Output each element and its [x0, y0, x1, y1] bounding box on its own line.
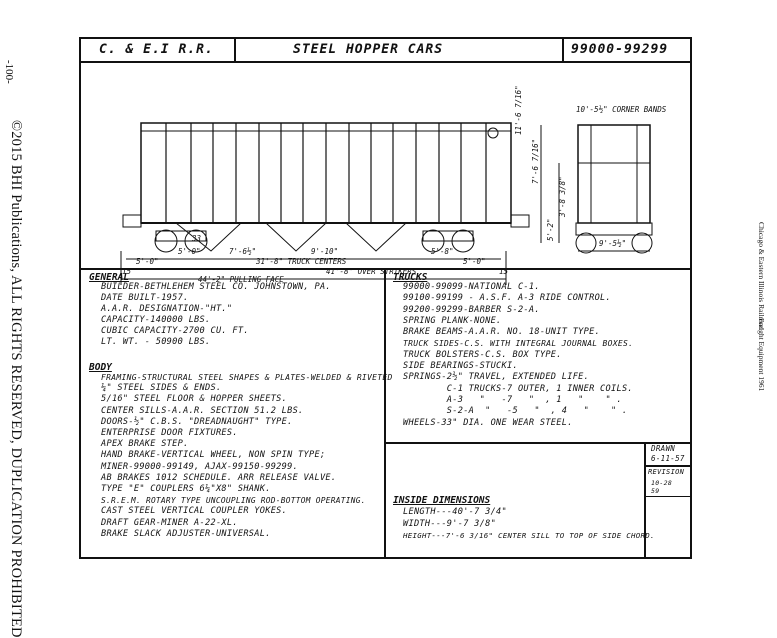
car-type-title: STEEL HOPPER CARS — [293, 42, 444, 57]
railroad-name: C. & E.I R.R. — [99, 42, 214, 57]
trucks-line: SPRINGS-2½" TRAVEL, EXTENDED LIFE. — [403, 372, 590, 383]
height-dim-label: 5'-2" — [546, 218, 555, 241]
trucks-line: TRUCK SIDES-C.S. WITH INTEGRAL JOURNAL B… — [403, 339, 634, 349]
trucks-line: SPRING PLANK-NONE. — [403, 315, 502, 326]
body-line: CAST STEEL VERTICAL COUPLER YOKES. — [101, 506, 288, 517]
wheel-label: 33 — [192, 234, 202, 243]
book-section: Freight Equipment 1961 — [757, 318, 766, 392]
body-line: CENTER SILLS-A.A.R. SECTION 51.2 LBS. — [101, 405, 304, 416]
general-line: CAPACITY-140000 LBS. — [101, 315, 211, 325]
body-line: ¼" STEEL SIDES & ENDS. — [101, 383, 222, 394]
trucks-line: 99200-99299-BARBER S-2-A. — [403, 304, 540, 315]
dim-label: 5'-8" — [431, 247, 454, 256]
inside-dimension-line: WIDTH---9'-7 3/8" — [403, 519, 497, 529]
trucks-line: BRAKE BEAMS-A.A.R. NO. 18-UNIT TYPE. — [403, 327, 601, 338]
dim-label: 7'-6½" — [229, 247, 257, 256]
end-width-label: 9'-5½" — [599, 239, 627, 248]
revision-label: REVISION — [648, 468, 685, 476]
general-heading: GENERAL — [89, 272, 130, 283]
trucks-line: 99000-99099-NATIONAL C-1. — [403, 282, 540, 292]
trucks-line: TRUCK BOLSTERS-C.S. BOX TYPE. — [403, 349, 562, 360]
general-line: BUILDER-BETHLEHEM STEEL CO. JOHNSTOWN, P… — [101, 282, 331, 292]
hopper-car-drawing — [120, 122, 653, 285]
trucks-line: WHEELS-33" DIA. ONE WEAR STEEL. — [403, 417, 573, 428]
inside-dimension-line: HEIGHT---7'-6 3/16" CENTER SILL TO TOP O… — [403, 531, 655, 540]
book-title: Chicago & Eastern Illinois Railroad — [757, 222, 766, 330]
inside-dimensions-list: LENGTH---40'-7 3/4" WIDTH---9'-7 3/8" HE… — [403, 506, 655, 542]
body-line: DRAFT GEAR-MINER A-22-XL. — [101, 517, 238, 528]
general-line: DATE BUILT-1957. — [101, 293, 189, 303]
body-heading: BODY — [89, 362, 112, 373]
box-divider — [646, 465, 690, 467]
body-line: TYPE "E" COUPLERS 6¼"X8" SHANK. — [101, 484, 271, 495]
pulling-face-label: 44'-2" PULLING FACE — [198, 275, 284, 284]
height-dim-label: 3'-8 3/8" — [558, 176, 567, 217]
body-line: MINER-99000-99149, AJAX-99150-99299. — [101, 461, 299, 472]
body-line: 5/16" STEEL FLOOR & HOPPER SHEETS. — [101, 394, 288, 405]
dim-label: 5'-0" — [178, 247, 201, 256]
copyright-notice: ©2015 BHI Publications, ALL RIGHTS RESER… — [8, 120, 24, 638]
truck-centers-label: 31'-8" TRUCK CENTERS — [256, 257, 347, 266]
trucks-line: SIDE BEARINGS-STUCKI. — [403, 361, 518, 372]
body-line: FRAMING-STRUCTURAL STEEL SHAPES & PLATES… — [101, 373, 393, 382]
corner-bands-label: 10'-5½" CORNER BANDS — [576, 105, 667, 114]
trucks-line: A-3 " -7 " , 1 " " . — [403, 394, 622, 405]
end-dim-label: 15 — [122, 267, 132, 276]
body-line: AB BRAKES 1012 SCHEDULE. ARR RELEASE VAL… — [101, 472, 337, 483]
general-line: LT. WT. - 50900 LBS. — [101, 337, 211, 347]
general-line: A.A.R. DESIGNATION-"HT." — [101, 304, 233, 314]
body-line: APEX BRAKE STEP. — [101, 439, 189, 450]
trucks-line: S-2-A " -5 " , 4 " " . — [403, 406, 628, 417]
revision-date: 10-28 — [651, 479, 673, 487]
inside-dimensions-heading: INSIDE DIMENSIONS — [393, 495, 491, 506]
drawn-label: DRAWN — [651, 444, 676, 453]
title-bar: C. & E.I R.R. STEEL HOPPER CARS 99000-99… — [81, 39, 690, 63]
dim-label: 5'-0" — [463, 257, 486, 266]
body-line: BRAKE SLACK ADJUSTER-UNIVERSAL. — [101, 528, 271, 539]
section-divider — [81, 268, 690, 270]
general-list: BUILDER-BETHLEHEM STEEL CO. JOHNSTOWN, P… — [101, 282, 331, 348]
body-line: DOORS-½" C.B.S. "DREADNAUGHT" TYPE. — [101, 416, 293, 427]
body-line: HAND BRAKE-VERTICAL WHEEL, NON SPIN TYPE… — [101, 450, 326, 461]
column-divider — [384, 270, 386, 557]
drawing-sheet: C. & E.I R.R. STEEL HOPPER CARS 99000-99… — [79, 37, 692, 559]
height-dim-label: 11'-6 7/16" — [514, 85, 523, 135]
general-line: CUBIC CAPACITY-2700 CU. FT. — [101, 326, 249, 336]
body-list: FRAMING-STRUCTURAL STEEL SHAPES & PLATES… — [101, 372, 393, 540]
drawn-revision-box: DRAWN 6-11-57 REVISION 10-28 59 — [644, 442, 690, 559]
dim-label: 5'-0" — [136, 257, 159, 266]
box-divider — [646, 496, 690, 497]
inside-dimension-line: LENGTH---40'-7 3/4" — [403, 507, 508, 517]
revision-date: 59 — [651, 487, 660, 495]
car-numbers: 99000-99299 — [571, 42, 669, 57]
trucks-line: 99100-99199 - A.S.F. A-3 RIDE CONTROL. — [403, 293, 612, 304]
section-divider — [386, 442, 690, 444]
end-dim-label: 15 — [499, 267, 509, 276]
title-divider — [234, 39, 236, 61]
trucks-heading: TRUCKS — [393, 272, 428, 283]
title-divider — [562, 39, 564, 61]
page-number: -100- — [3, 60, 15, 84]
dim-label: 9'-10" — [311, 247, 339, 256]
trucks-list: 99000-99099-NATIONAL C-1. 99100-99199 - … — [403, 282, 633, 429]
height-dim-label: 7'-6 7/16" — [531, 138, 540, 184]
trucks-line: C-1 TRUCKS-7 OUTER, 1 INNER COILS. — [403, 383, 633, 394]
body-line: S.R.E.M. ROTARY TYPE UNCOUPLING ROD-BOTT… — [101, 496, 366, 506]
drawn-date: 6-11-57 — [651, 454, 685, 463]
body-line: ENTERPRISE DOOR FIXTURES. — [101, 428, 238, 439]
over-strikers-label: 41'-8" OVER STRIKERS — [326, 267, 417, 276]
